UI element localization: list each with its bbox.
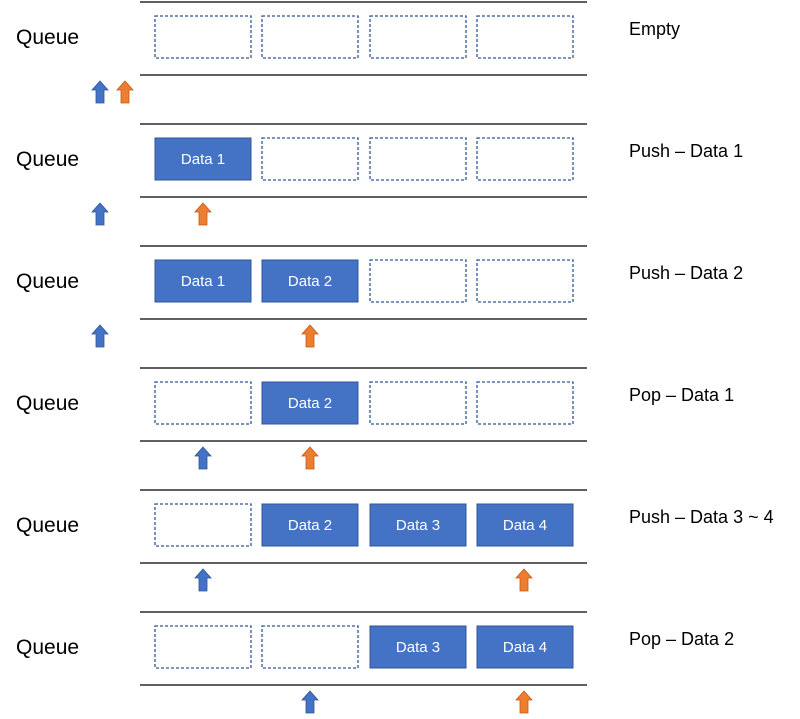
queue-label: Queue xyxy=(16,270,79,293)
queue-row: Queue Push – Data 3 ~ 4 Data 2 Data 3 Data 4 xyxy=(16,489,774,592)
empty-cell xyxy=(261,137,359,181)
tail-pointer-arrow-icon xyxy=(301,324,319,348)
operation-label: Empty xyxy=(629,19,680,39)
empty-cell xyxy=(154,15,252,59)
operation-label: Push – Data 1 xyxy=(629,141,743,161)
filled-cell xyxy=(476,503,574,547)
tail-pointer-arrow-icon xyxy=(116,80,134,104)
tail-pointer-arrow-icon xyxy=(301,446,319,470)
cell-value: Data 2 xyxy=(288,395,332,412)
cell-value: Data 1 xyxy=(181,151,225,168)
empty-cell xyxy=(476,259,574,303)
cell-value: Data 1 xyxy=(181,273,225,290)
empty-cell xyxy=(476,137,574,181)
head-pointer-arrow-icon xyxy=(91,80,109,104)
queue-row: Queue Push – Data 2 Data 1 Data 2 xyxy=(16,245,743,348)
head-pointer-arrow-icon xyxy=(194,568,212,592)
filled-cell xyxy=(154,137,252,181)
queue-row: Queue Pop – Data 1 Data 2 xyxy=(16,367,734,470)
filled-cell xyxy=(261,259,359,303)
cell-value: Data 3 xyxy=(396,517,440,534)
queue-label: Queue xyxy=(16,26,79,49)
head-pointer-arrow-icon xyxy=(91,324,109,348)
tail-pointer-arrow-icon xyxy=(515,690,533,714)
empty-cell xyxy=(261,625,359,669)
filled-cell xyxy=(261,381,359,425)
cell-value: Data 2 xyxy=(288,273,332,290)
queue-row: Queue Push – Data 1 Data 1 xyxy=(16,123,743,226)
empty-cell xyxy=(154,503,252,547)
empty-cell xyxy=(154,625,252,669)
filled-cell xyxy=(154,259,252,303)
queue-label: Queue xyxy=(16,392,79,415)
empty-cell xyxy=(476,15,574,59)
queue-row: Queue Empty xyxy=(16,1,680,104)
operation-label: Pop – Data 1 xyxy=(629,385,734,405)
head-pointer-arrow-icon xyxy=(91,202,109,226)
filled-cell xyxy=(476,625,574,669)
queue-label: Queue xyxy=(16,514,79,537)
cell-value: Data 4 xyxy=(503,639,547,656)
tail-pointer-arrow-icon xyxy=(194,202,212,226)
filled-cell xyxy=(369,625,467,669)
operation-label: Pop – Data 2 xyxy=(629,629,734,649)
queue-label: Queue xyxy=(16,148,79,171)
empty-cell xyxy=(154,381,252,425)
cell-value: Data 2 xyxy=(288,517,332,534)
operation-label: Push – Data 2 xyxy=(629,263,743,283)
empty-cell xyxy=(261,15,359,59)
empty-cell xyxy=(369,259,467,303)
cell-value: Data 4 xyxy=(503,517,547,534)
cell-value: Data 3 xyxy=(396,639,440,656)
empty-cell xyxy=(369,137,467,181)
empty-cell xyxy=(369,381,467,425)
filled-cell xyxy=(369,503,467,547)
operation-label: Push – Data 3 ~ 4 xyxy=(629,507,774,527)
tail-pointer-arrow-icon xyxy=(515,568,533,592)
empty-cell xyxy=(476,381,574,425)
empty-cell xyxy=(369,15,467,59)
head-pointer-arrow-icon xyxy=(194,446,212,470)
filled-cell xyxy=(261,503,359,547)
queue-label: Queue xyxy=(16,636,79,659)
queue-row: Queue Pop – Data 2 Data 3 Data 4 xyxy=(16,611,734,714)
head-pointer-arrow-icon xyxy=(301,690,319,714)
